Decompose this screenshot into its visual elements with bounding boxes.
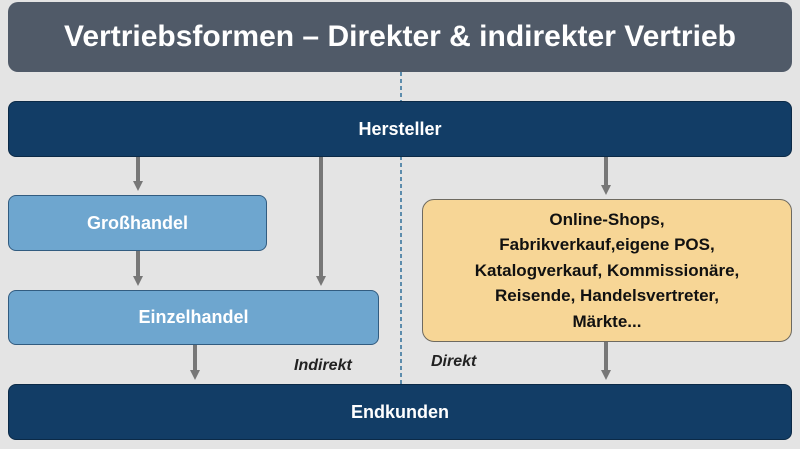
node-einzelhandel: Einzelhandel [8, 290, 379, 345]
node-endkunden: Endkunden [8, 384, 792, 440]
label-indirekt: Indirekt [294, 357, 352, 374]
node-grosshandel: Großhandel [8, 195, 267, 251]
direct-channel-line: Online-Shops, [549, 209, 665, 229]
direct-channel-line: Fabrikverkauf,eigene POS, [499, 235, 715, 255]
label-direkt: Direkt [431, 353, 477, 370]
node-direct-channels: Online-Shops, Fabrikverkauf,eigene POS, … [422, 199, 792, 342]
direct-channel-line: Katalogverkauf, Kommissionäre, [474, 260, 740, 280]
page-title: Vertriebsformen – Direkter & indirekter … [8, 2, 792, 72]
node-hersteller: Hersteller [8, 101, 792, 157]
direct-channel-line: Reisende, Handelsvertreter, [495, 286, 719, 306]
direct-channel-line: Märkte... [572, 311, 642, 331]
